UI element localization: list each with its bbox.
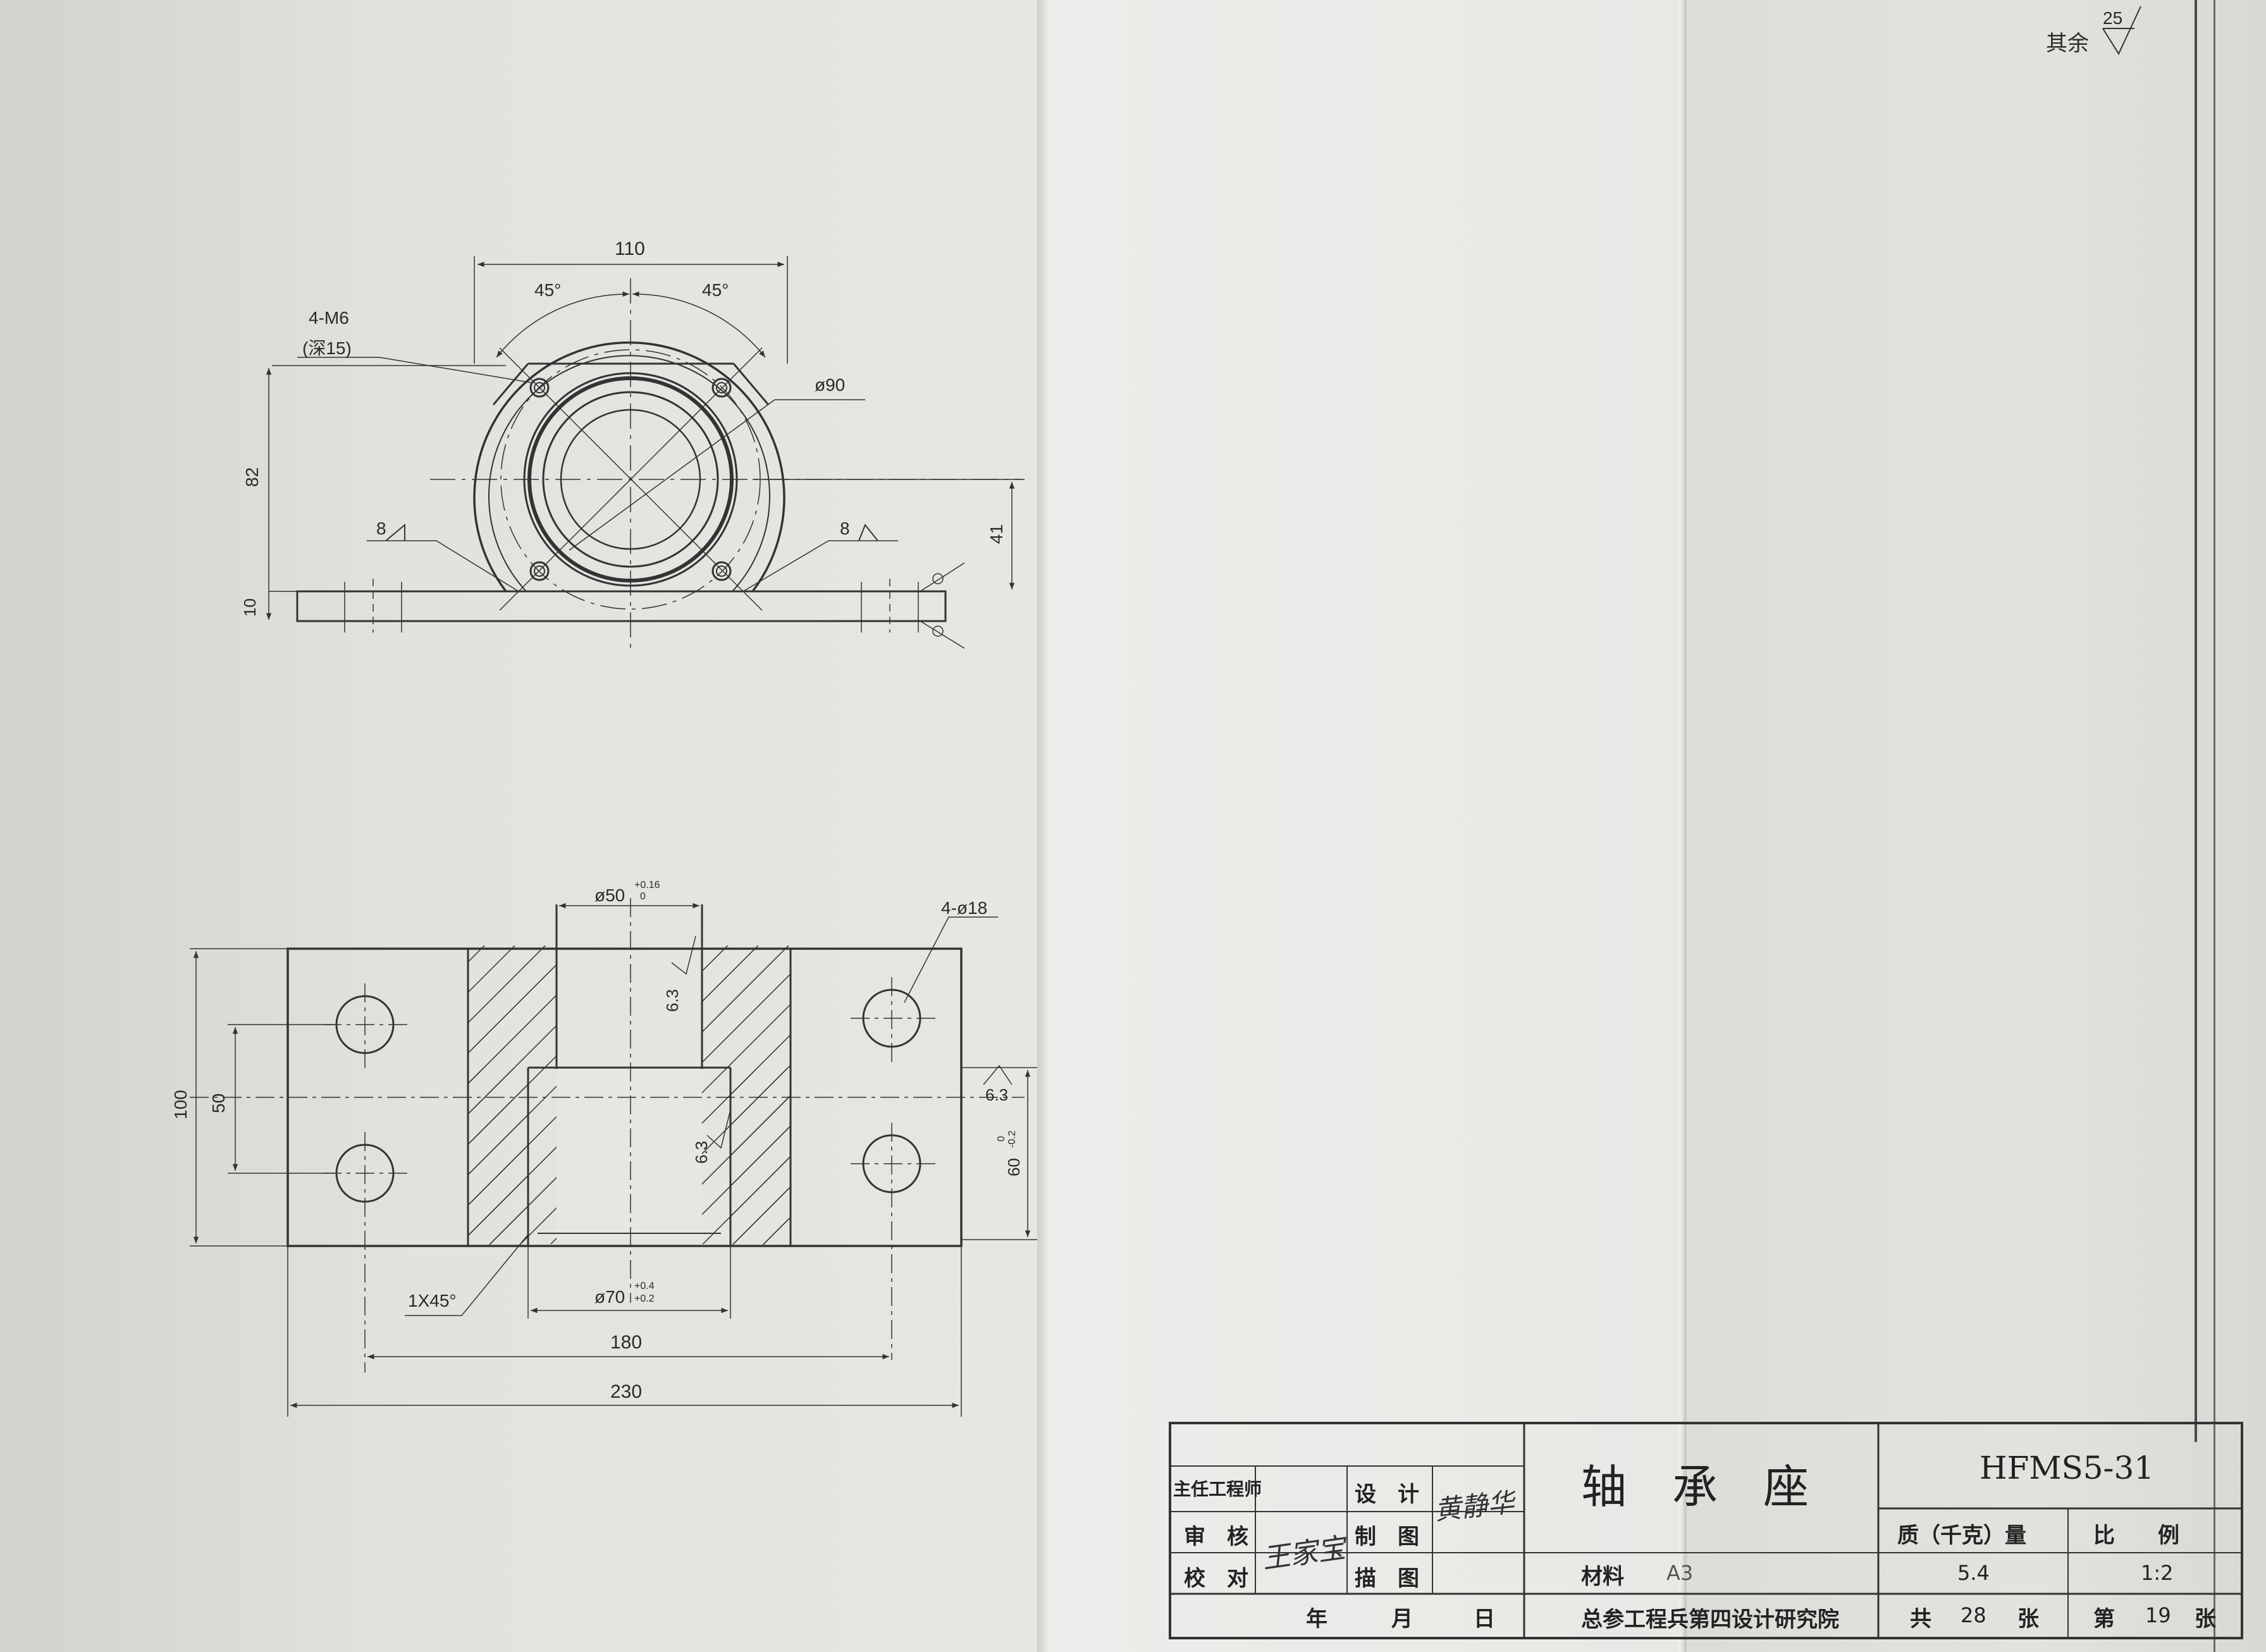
bore-top-tol-upper: +0.16 — [634, 880, 660, 891]
paper-fold — [1037, 0, 1051, 1652]
angle-right: 45° — [702, 280, 729, 300]
front-view — [190, 898, 1037, 1417]
sheets-total-unit: 张 — [2017, 1606, 2039, 1632]
bolt-holes-spec: 4-ø18 — [941, 898, 987, 918]
dim-height-82: 82 — [242, 467, 262, 487]
roughness-upper: 6.3 — [663, 989, 682, 1012]
housing-outer-arc — [473, 341, 785, 593]
roughness-general-symbol — [2102, 6, 2141, 56]
thread-depth: (深15) — [302, 338, 352, 358]
dim-hole-spacing-50: 50 — [209, 1094, 228, 1113]
angle-left: 45° — [534, 280, 561, 300]
mass-label: 质（千克）量 — [1897, 1523, 2026, 1548]
mass-value: 5.4 — [1957, 1561, 1990, 1585]
design-label: 设 计 — [1355, 1482, 1419, 1507]
roughness-lower: 6.3 — [692, 1141, 711, 1164]
dim-step-60: 60 — [1004, 1158, 1023, 1176]
tapped-holes — [529, 378, 732, 581]
thread-spec: 4-M6 — [309, 308, 349, 328]
reviewer-label: 审 核 — [1184, 1524, 1248, 1550]
weld-size-left: 8 — [376, 519, 386, 538]
paper-left-panel — [0, 0, 1044, 1652]
dim-step-tol-upper: 0 — [996, 1136, 1007, 1142]
date-month-label: 月 — [1391, 1606, 1413, 1632]
drawing-border-line — [2195, 0, 2197, 1442]
diameter-90: ø90 — [815, 375, 845, 395]
paper-right-panel — [1684, 0, 2266, 1652]
top-view — [266, 256, 1025, 651]
date-day-label: 日 — [1474, 1606, 1495, 1632]
scale-label: 比 例 — [2093, 1523, 2179, 1548]
checker-label: 校 对 — [1184, 1566, 1248, 1591]
bore-bottom-tol-upper: +0.4 — [634, 1281, 655, 1291]
paper-fold — [1679, 0, 1687, 1652]
dim-base-10: 10 — [240, 598, 259, 617]
ø90-circle — [542, 391, 719, 568]
sheet-no-unit: 张 — [2195, 1606, 2216, 1632]
drafting-label: 制 图 — [1355, 1524, 1419, 1550]
bore-bottom-tol-lower: +0.2 — [634, 1293, 655, 1304]
title-block-grid — [1169, 1422, 2243, 1639]
tracing-label: 描 图 — [1355, 1566, 1419, 1591]
roughness-right: 6.3 — [985, 1085, 1008, 1104]
dim-width-110: 110 — [615, 238, 645, 259]
sheet-no-label: 第 — [2093, 1606, 2115, 1632]
weld-size-right: 8 — [840, 519, 850, 538]
bore-top-dia: ø50 — [594, 885, 625, 905]
organization-name: 总参工程兵第四设计研究院 — [1581, 1607, 1839, 1632]
paper-middle-panel — [1044, 0, 1684, 1652]
material-label: 材料 — [1581, 1564, 1624, 1589]
drawing-title: 轴 承 座 — [1581, 1460, 1809, 1513]
scale-value: 1:2 — [2141, 1561, 2174, 1585]
dim-center-41: 41 — [987, 524, 1006, 544]
roughness-value: 25 — [2103, 8, 2122, 28]
date-year-label: 年 — [1306, 1606, 1327, 1632]
dim-length-230: 230 — [610, 1381, 642, 1402]
drawing-border-line — [2214, 0, 2215, 1652]
bore-top-tol-lower: 0 — [640, 891, 646, 902]
material-value: A3 — [1666, 1561, 1694, 1585]
dim-hole-spacing-180: 180 — [610, 1332, 642, 1353]
sheets-total-value: 28 — [1961, 1603, 1986, 1627]
base-plate-outline — [296, 590, 947, 622]
dim-step-tol-lower: -0.2 — [1007, 1130, 1018, 1148]
roughness-prefix: 其余 — [2046, 32, 2089, 56]
chamfer-spec: 1X45° — [408, 1291, 457, 1310]
bore-bottom-dia: ø70 — [594, 1287, 625, 1307]
sheets-total-label: 共 — [1910, 1606, 1931, 1632]
sheet-no-value: 19 — [2145, 1603, 2171, 1627]
housing-inner-arc — [488, 355, 770, 592]
chief-engineer-label: 主任工程师 — [1173, 1479, 1262, 1500]
drawing-number: HFMS5-31 — [1980, 1450, 2155, 1486]
dim-height-100: 100 — [171, 1090, 190, 1119]
